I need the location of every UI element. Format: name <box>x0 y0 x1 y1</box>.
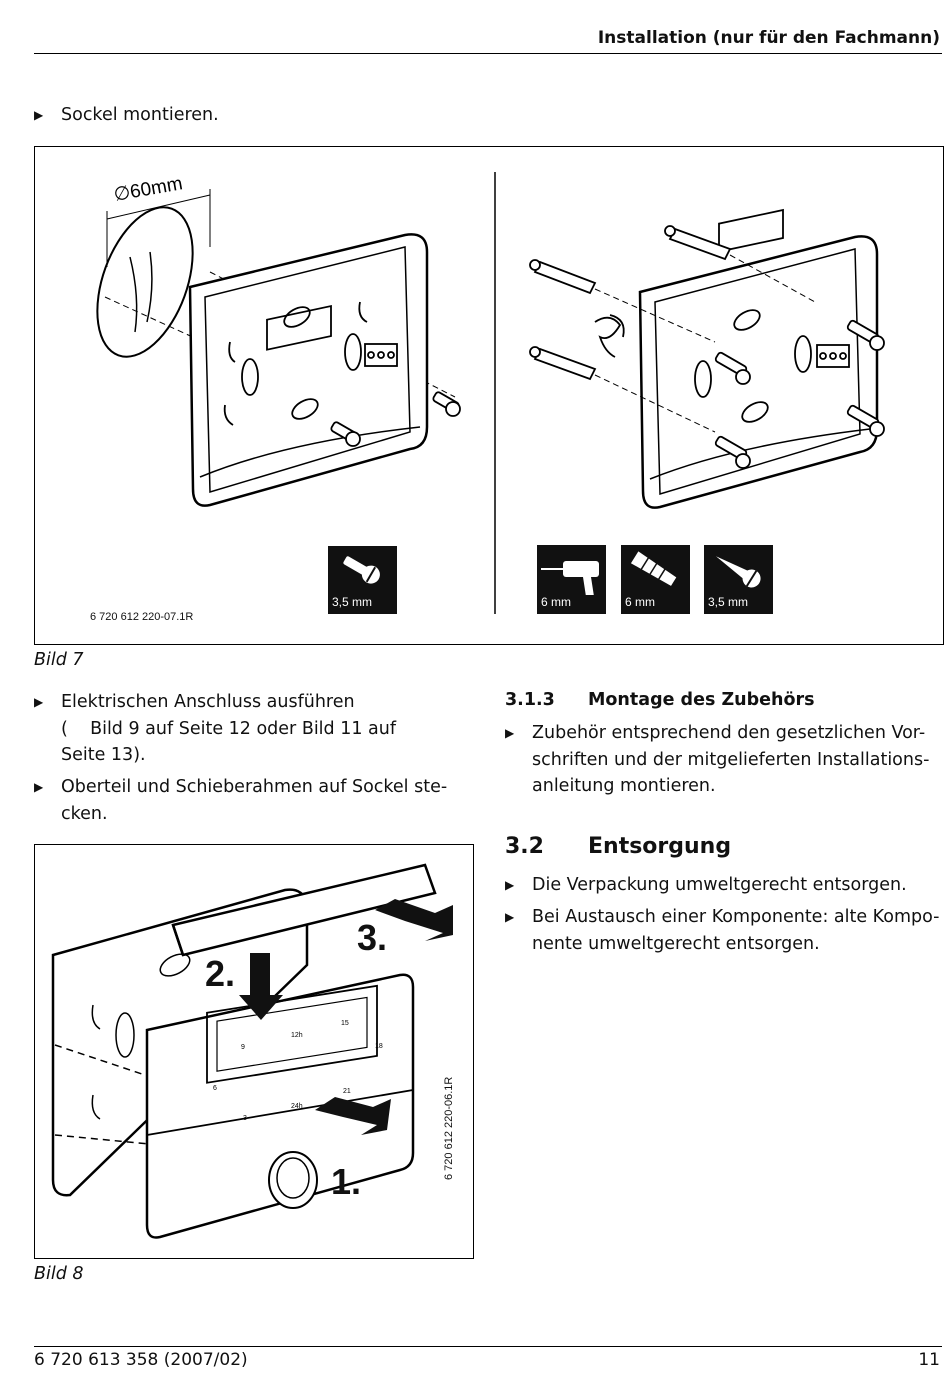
section-32-title: Entsorgung <box>588 834 732 859</box>
intro-step-text: Sockel montieren. <box>61 105 219 125</box>
header-rule <box>34 53 942 54</box>
page-header-title: Installation (nur für den Fachmann) <box>597 28 940 48</box>
footer-doc-number: 6 720 613 358 (2007/02) <box>34 1350 248 1370</box>
figure-8-code-text: 6 720 612 220-06.1R <box>443 1076 455 1180</box>
section-32-step-2-line-1: Bei Austausch einer Komponente: alte Kom… <box>532 907 940 927</box>
left-step-1-line-3: Seite 13). <box>61 745 146 765</box>
dial-label-9: 9 <box>241 1044 245 1051</box>
figure-7-code: 6 720 612 220-07.1R <box>90 611 194 623</box>
section-32-step-1: ▶ Die Verpackung umweltgerecht entsorgen… <box>505 872 945 900</box>
left-step-1: ▶ Elektrischen Anschluss ausführen ( Bil… <box>34 689 474 769</box>
tile-screw: 3,5 mm <box>328 546 397 614</box>
bullet-arrow-icon: ▶ <box>505 910 515 924</box>
dial-label-18: 18 <box>375 1043 383 1050</box>
left-step-2-line-1: Oberteil und Schieberahmen auf Sockel st… <box>61 777 448 797</box>
section-313-step-1-line-3: anleitung montieren. <box>532 776 716 796</box>
dial-label-3: 3 <box>243 1115 247 1122</box>
screw-icon <box>343 556 380 584</box>
dial-label-15: 15 <box>341 1020 349 1027</box>
dial-label-6: 6 <box>213 1085 217 1092</box>
intro-step: ▶ Sockel montieren. <box>34 102 534 130</box>
section-313-step-1: ▶ Zubehör entsprechend den gesetzlichen … <box>505 720 945 800</box>
figure-8-illustration: 9 12h 15 18 21 24h 3 6 <box>51 863 453 1239</box>
footer-rule <box>34 1346 942 1347</box>
dial-label-24h: 24h <box>291 1103 303 1110</box>
figure-8: 9 12h 15 18 21 24h 3 6 1. 2. 3. 6 720 61… <box>34 844 474 1259</box>
bullet-arrow-icon: ▶ <box>505 726 515 740</box>
section-313-number: 3.1.3 <box>505 690 555 710</box>
step-label-1: 1. <box>331 1161 362 1202</box>
wood-screw-icon <box>715 556 761 588</box>
tile-wood-screw: 3,5 mm <box>704 545 773 614</box>
tile-drill: 6 mm <box>537 545 606 614</box>
footer-page-number: 11 <box>918 1350 940 1370</box>
bullet-arrow-icon: ▶ <box>34 780 44 794</box>
tile-dowel-label: 6 mm <box>625 595 655 609</box>
section-32-number: 3.2 <box>505 834 544 859</box>
dowel-icon <box>630 551 677 586</box>
tile-dowel: 6 mm <box>621 545 690 614</box>
tile-screw-label: 3,5 mm <box>332 595 373 609</box>
section-32-step-2-line-2: nente umweltgerecht entsorgen. <box>532 933 820 954</box>
dial-label-12h: 12h <box>291 1032 303 1039</box>
figure-8-caption: Bild 8 <box>34 1264 84 1284</box>
left-step-2-line-2: cken. <box>61 803 108 824</box>
left-step-1-line-2: ( Bild 9 auf Seite 12 oder Bild 11 auf <box>61 718 397 739</box>
figure-7-illustration: ∅60mm <box>96 172 885 614</box>
section-313-step-1-line-2: schriften und der mitgelieferten Install… <box>532 749 930 770</box>
figure-7-caption: Bild 7 <box>34 650 84 670</box>
left-step-1-line-1: Elektrischen Anschluss ausführen <box>61 692 355 712</box>
bullet-arrow-icon: ▶ <box>34 108 44 122</box>
bullet-arrow-icon: ▶ <box>34 695 44 709</box>
dimension-label: ∅60mm <box>112 173 184 206</box>
drill-icon <box>541 561 599 595</box>
dial-label-21: 21 <box>343 1088 351 1095</box>
section-32-step-2: ▶ Bei Austausch einer Komponente: alte K… <box>505 904 945 958</box>
section-313-step-1-line-1: Zubehör entsprechend den gesetzlichen Vo… <box>532 723 926 743</box>
section-313-title: Montage des Zubehörs <box>588 690 815 710</box>
left-step-2: ▶ Oberteil und Schieberahmen auf Sockel … <box>34 774 474 828</box>
step-label-2: 2. <box>205 953 236 994</box>
section-32-step-1-line-1: Die Verpackung umweltgerecht entsorgen. <box>532 875 907 895</box>
step-label-3: 3. <box>357 917 388 958</box>
figure-7: ∅60mm <box>34 146 944 645</box>
bullet-arrow-icon: ▶ <box>505 878 515 892</box>
tile-drill-label: 6 mm <box>541 595 571 609</box>
tile-wood-screw-label: 3,5 mm <box>708 595 749 609</box>
